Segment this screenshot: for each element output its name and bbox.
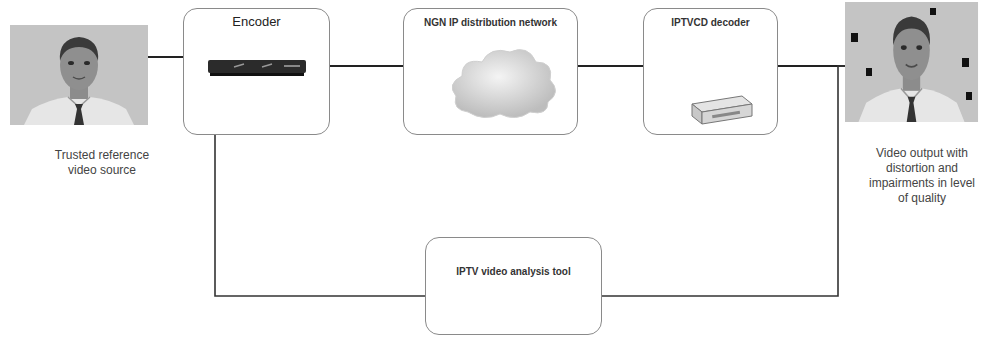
- network-cloud: [452, 50, 555, 118]
- impairment-block: [962, 58, 969, 67]
- process-box: NGN IP distribution network: [403, 8, 578, 135]
- frame-caption: Video output with distortion and impairm…: [867, 146, 977, 206]
- impairment-block: [866, 68, 872, 76]
- impairment-block: [851, 33, 858, 42]
- video-frame: Video output with distortion and impairm…: [845, 0, 978, 206]
- video-frame: Trusted reference video source: [10, 25, 148, 178]
- process-box: IPTVCD decoder: [643, 8, 778, 135]
- signal-line: [215, 135, 425, 296]
- impairment-block: [966, 92, 972, 100]
- decoder-device: [692, 96, 752, 124]
- box-label: Encoder: [184, 14, 329, 29]
- encoder-device: [208, 60, 306, 76]
- signal-line: [578, 65, 643, 67]
- process-box: Encoder: [183, 8, 330, 135]
- output-photo: [845, 2, 978, 122]
- box-label: IPTVCD decoder: [644, 17, 777, 28]
- signal-line: [148, 56, 183, 58]
- reference-photo: [10, 25, 148, 125]
- box-label: IPTV video analysis tool: [426, 266, 601, 277]
- process-box: IPTV video analysis tool: [425, 237, 602, 335]
- signal-line: [330, 65, 403, 67]
- impairment-block: [930, 8, 936, 15]
- box-label: NGN IP distribution network: [404, 17, 577, 28]
- frame-caption: Trusted reference video source: [52, 148, 152, 178]
- signal-line: [778, 65, 845, 67]
- signal-line: [602, 66, 845, 296]
